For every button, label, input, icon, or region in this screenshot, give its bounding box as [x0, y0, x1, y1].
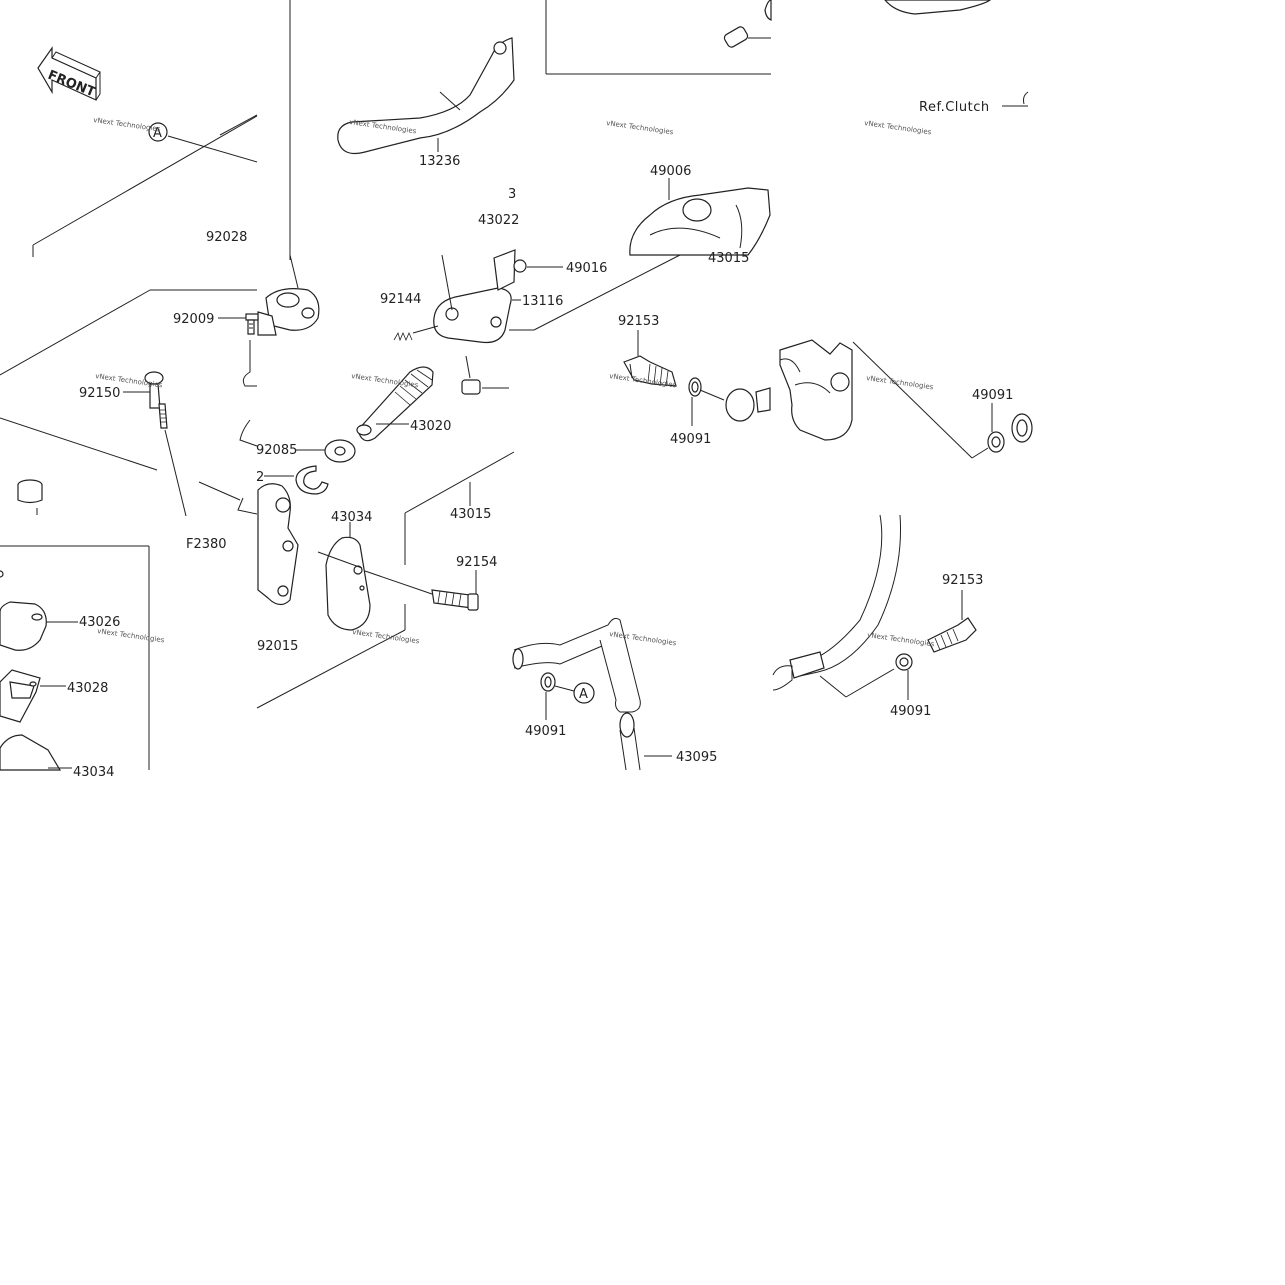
label-43034-bottom: 43034 [73, 765, 114, 780]
label-92153-a: 92153 [618, 314, 659, 329]
washer-49091-c [540, 672, 575, 720]
part-labels: 13236 49006 3 43022 43015 49016 13116 92… [67, 100, 1013, 780]
label-43022: 43022 [478, 213, 519, 228]
washer-49091-d [895, 653, 913, 700]
left-partial-shapes [237, 340, 258, 515]
label-49091-b: 49091 [972, 388, 1013, 403]
marker-a-upper: A [148, 114, 258, 163]
washer-49091-b [987, 403, 1033, 453]
pin-top [723, 0, 772, 48]
label-43026: 43026 [79, 615, 120, 630]
label-43028: 43028 [67, 681, 108, 696]
banjo-bolt-92153-a [623, 330, 677, 387]
bracket-92009 [218, 254, 320, 336]
watermark-3: vNext Technologies [606, 119, 674, 136]
marker-a-lower: A [573, 682, 595, 704]
label-2-fragment: 2 [256, 470, 264, 485]
clutch-part-top [884, 0, 1029, 107]
screw-92150 [123, 371, 187, 517]
master-cylinder-body [257, 483, 299, 606]
label-43095: 43095 [676, 750, 717, 765]
watermark-4: vNext Technologies [864, 119, 932, 136]
mirror-mount-stub [17, 479, 43, 515]
watermark-11: vNext Technologies [609, 630, 677, 647]
label-13116: 13116 [522, 294, 563, 309]
reservoir-parts [0, 570, 78, 771]
label-92150: 92150 [79, 386, 120, 401]
label-49091-d: 49091 [890, 704, 931, 719]
brake-lever-13236[interactable] [337, 37, 515, 155]
label-49091-c: 49091 [525, 724, 566, 739]
label-43034-mid: 43034 [331, 510, 372, 525]
watermark-9: vNext Technologies [97, 627, 165, 644]
clamp-43034 [317, 522, 433, 631]
lever-cover-49006 [629, 178, 771, 256]
label-43015-mid: 43015 [450, 507, 491, 522]
nut [461, 355, 509, 395]
label-92153-b: 92153 [942, 573, 983, 588]
cylinder-fitting [725, 387, 771, 422]
pivot-block-13116 [433, 249, 563, 344]
label-92009: 92009 [173, 312, 214, 327]
banjo-bolt-92153-b [927, 590, 977, 653]
label-49016: 49016 [566, 261, 607, 276]
watermark-8: vNext Technologies [866, 374, 934, 391]
label-43015-top: 43015 [708, 251, 749, 266]
frame-lines [0, 0, 771, 770]
washer-92085 [296, 439, 356, 463]
label-49091-a: 49091 [670, 432, 711, 447]
label-13236: 13236 [419, 154, 460, 169]
bolt-92154 [431, 570, 479, 611]
diagram-code: F2380 [186, 537, 227, 552]
front-arrow: FRONT [37, 46, 101, 101]
watermark-12: vNext Technologies [867, 631, 935, 648]
marker-a-upper-label: A [153, 126, 162, 141]
watermark-1: vNext Technologies [93, 116, 161, 133]
watermark-10: vNext Technologies [352, 628, 420, 645]
caliper-body [779, 339, 989, 459]
label-92015: 92015 [257, 639, 298, 654]
label-92085: 92085 [256, 443, 297, 458]
label-43020: 43020 [410, 419, 451, 434]
label-92144: 92144 [380, 292, 421, 307]
brake-hose-right [772, 514, 901, 698]
label-49006: 49006 [650, 164, 691, 179]
circlip [264, 465, 329, 495]
push-rod-43020 [356, 366, 434, 442]
label-3-fragment: 3 [508, 187, 516, 202]
ref-clutch-label: Ref.Clutch [919, 100, 990, 115]
brake-hose-left [512, 617, 672, 771]
marker-a-lower-label: A [579, 687, 588, 702]
label-92154: 92154 [456, 555, 497, 570]
spring-92144 [393, 325, 439, 342]
label-92028: 92028 [206, 230, 247, 245]
washer-49091-a [688, 377, 725, 426]
